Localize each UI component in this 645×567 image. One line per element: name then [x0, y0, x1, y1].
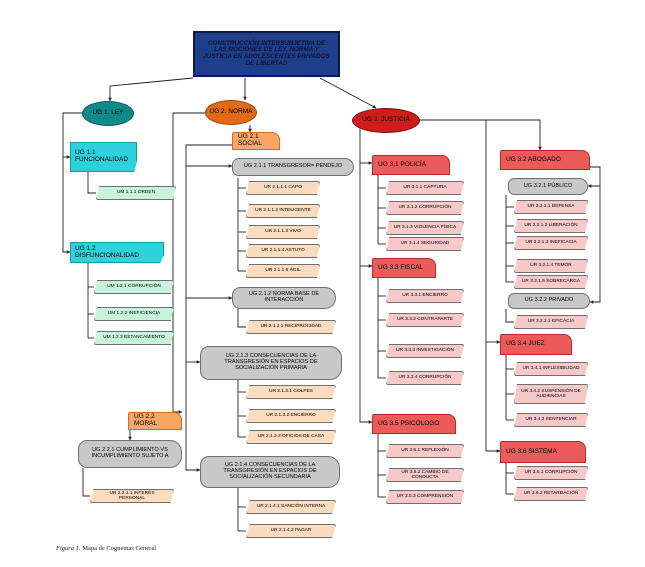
ur-corrupcion-fiscal: UR 3.3.4 CORRUPCIÓN [386, 371, 464, 385]
line-g2-1 [237, 309, 246, 328]
line-abogado-publico [587, 166, 601, 188]
ug-justicia: UG 3. JUSTICIA [352, 108, 420, 133]
ug-publico: UG 3.2.1 PÚBLICO [508, 178, 588, 195]
ug-privado: UG 3.2.2 PRIVADO [508, 293, 590, 309]
ug-consecuencias-secundaria: UG 2.1.4 CONSECUENCIAS DE LA TRANSGRESIÓ… [200, 456, 340, 488]
ur-pagar: UR 2.1.4.2 PAGAR [246, 524, 336, 538]
ur-sancion: UR 2.1.4.1 SANCIÓN INTERNA [246, 500, 336, 514]
line-title-ley [108, 77, 194, 102]
ur-temor: UR 3.2.1.4 TEMOR [514, 259, 588, 273]
figure-caption: Figura 1. Mapa de Cognemas General [56, 545, 156, 552]
ur-reciprocidad: UR 2.1.2.1 RECIPROCIDAD [246, 320, 336, 334]
ur-capo: UR 2.1.1.1 CAPO [246, 181, 320, 195]
map-title: CONSTRUCCIÓN INTERSUBJETIVA DE LAS NOCIO… [193, 31, 340, 77]
ur-encierro-norma: UR 2.1.3.2 ENCIERRO [246, 409, 336, 423]
ur-suspension: UR 3.4.2 SUSPENSIÓN DE AUDIENCIAS [514, 384, 588, 404]
ur-captura: UR 3.1.1 CAPTURA [386, 181, 464, 195]
caption-text: Mapa de Cognemas General [80, 545, 157, 552]
um-ineficiencia: UM 1.2.2 INEFICIENCIA [94, 307, 174, 321]
ur-inflexibilidad: UR 3.4.1 INFLEXIBILIDAD [514, 362, 588, 376]
line-title-justicia [319, 77, 377, 109]
line-justicia-trunk [359, 125, 373, 424]
ur-defensa: UR 3.2.1.1 DEFENSA [514, 200, 588, 214]
ur-astuto: UR 2.1.1.4 ASTUTO [246, 244, 320, 258]
ug-moral: UG 2.2 MORAL [128, 412, 182, 430]
ug-consecuencias-primaria: UG 2.1.3 CONSECUENCIAS DE LA TRANSGRESIÓ… [200, 346, 342, 380]
line-ley-trunk [62, 112, 83, 254]
ur-interes-personal: UR 2.2.1.1 INTERÉS PERSONAL [90, 489, 174, 503]
ug-sistema: UG 3.6 SISTEMA [500, 441, 586, 463]
ur-investigacion: UR 3.3.3 INVESTIGACIÓN [386, 344, 464, 358]
ug-social: UG 2.1 SOCIAL [232, 132, 280, 150]
ug-cumplimiento: UG 2.2.1 CUMPLIMIENTO VS INCUMPLIMIENTO … [78, 440, 182, 468]
line-func-leaf [87, 172, 96, 194]
ur-sentenciar: UR 3.4.3 SENTENCIAR [514, 413, 588, 427]
line-abogado-privado [589, 186, 601, 304]
um-estancamiento: UM 1.2.3 ESTANCAMIENTO [94, 331, 174, 345]
ug-abogado: UG 3.2 ABOGADO [500, 150, 590, 170]
ug-policia: UG 3.1 POLICÍA [372, 155, 450, 175]
ur-ineficacia: UR 3.2.1.3 INEFICACIA [514, 236, 588, 250]
line-social-trunk [185, 144, 232, 472]
ug-ley-funcionalidad: UG 1.1 FUNCIONALIDAD [70, 142, 137, 172]
ug-norma-base: UG 2.1.2 NORMA BASE DE INTERACCIÓN [232, 287, 336, 309]
ug-fiscal: UG 3.3 FISCAL [372, 258, 436, 278]
ur-cambio-conducta: UR 3.5.2 CAMBIO DE CONDUCTA [386, 468, 464, 482]
ur-contraparte: UR 3.3.2 CONTRAPARTE [386, 313, 464, 327]
ur-golpes: UR 2.1.3.1 GOLPES [246, 385, 336, 399]
ur-eficacia: UR 3.2.2.1 EFICACIA [514, 315, 588, 329]
ur-agil: UR 2.1.1.5 ÁGIL [246, 264, 320, 278]
ug-ley: UG 1. LEY [82, 101, 134, 126]
ug-norma: UG 2. NORMA [205, 100, 257, 125]
um-corrupcion: UM 1.2.1 CORRUPCIÓN [94, 280, 174, 294]
ur-oficios: UR 2.1.3.3 OFICIOS DE CASA [246, 430, 336, 444]
ur-inteligente: UR 2.1.1.2 INTELIGENTE [246, 204, 320, 218]
ur-encierro-fiscal: UR 3.3.1 ENCIERRO [386, 289, 464, 303]
caption-label: Figura 1. [56, 545, 81, 552]
ur-corrupcion-policia: UR 3.1.2 CORRUPCIÓN [386, 201, 464, 215]
ur-comprension: UR 3.5.3 COMPRENSIÓN [386, 490, 464, 504]
ur-vivo: UR 2.1.1.3 VIVO [246, 225, 320, 239]
ug-ley-disfuncionalidad: UG 1.2 DISFUNCIONALIDAD [70, 242, 164, 263]
line-justicia-abogado [420, 119, 542, 151]
ur-seguridad: UR 3.1.4 SEGURIDAD [386, 237, 464, 251]
ug-juez: UG 3.4 JUEZ [500, 334, 572, 355]
ug-psicologo: UG 3.5 PSICÓLOGO [372, 414, 456, 434]
ug-transgresor: UG 2.1.1 TRANSGRESOR= PENDEJO [232, 158, 354, 176]
ur-corrupcion-sistema: UR 3.6.1 CORRUPCIÓN [514, 466, 588, 480]
ur-liberacion: UR 3.2.1.2 LIBERACIÓN [514, 219, 588, 233]
ur-reflexion: UR 3.5.1 REFLEXIÓN [386, 444, 464, 458]
line-privado-1 [505, 309, 514, 323]
um-orden: UM 1.1.1 ORDEN [96, 186, 176, 200]
ur-violencia: UR 3.1.3 VIOLENCIA FÍSICA [386, 221, 464, 235]
line-moral-leaf [82, 468, 90, 497]
ur-sobrecarga: UR 3.2.1.5 SOBRECARGA [514, 275, 588, 289]
ur-retardacion: UR 3.6.2 RETARDACIÓN [514, 487, 588, 501]
